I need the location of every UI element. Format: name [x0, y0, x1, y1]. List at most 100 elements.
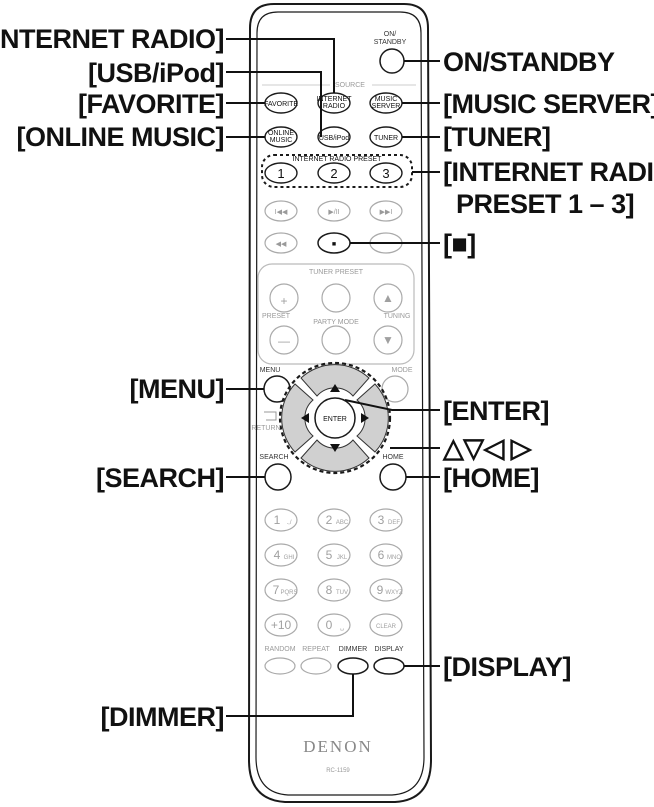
key-5[interactable]: [317, 543, 351, 567]
key-5-sub: JKL: [337, 555, 348, 561]
numeric-keypad: 1 .,/ 2 ABC 3 DEF 4 GHI 5 JKL 6 MNO 7 PQ…: [264, 508, 403, 637]
skip-back-button[interactable]: [264, 200, 298, 222]
key-1-num: 1: [274, 513, 281, 527]
cursor-right-icon: [361, 413, 369, 423]
key-3[interactable]: [369, 508, 403, 532]
key-clear-label: CLEAR: [376, 624, 397, 630]
callout-stop: [■]: [443, 229, 476, 259]
random-button[interactable]: [264, 657, 296, 675]
internet-radio-preset-label: INTERNET RADIO PRESET: [293, 156, 383, 163]
key-7-num: 7: [273, 583, 280, 597]
key-6[interactable]: [369, 543, 403, 567]
skip-forward-button[interactable]: [369, 200, 403, 222]
callout-menu: [MENU]: [130, 374, 224, 404]
play-pause-icon: ▶/II: [328, 209, 339, 216]
key-plus10[interactable]: [264, 613, 298, 637]
rewind-button[interactable]: [264, 232, 298, 254]
callout-internet-radio: [INTERNET RADIO]: [0, 24, 224, 54]
key-7[interactable]: [264, 578, 298, 602]
play-pause-button[interactable]: [317, 200, 351, 222]
cursor-pad: ENTER: [278, 361, 392, 475]
preset-minus-button[interactable]: [269, 325, 299, 355]
usb-ipod-button-label: USB/iPod: [319, 135, 349, 142]
key-clear[interactable]: [369, 613, 403, 637]
tuner-preset-button[interactable]: [321, 283, 351, 313]
preset-label: PRESET: [262, 313, 291, 320]
music-server-button-label-1: MUSIC: [375, 96, 398, 103]
preset-3-button[interactable]: [369, 162, 403, 184]
key-0-num: 0: [326, 618, 333, 632]
tuning-up-button[interactable]: [373, 283, 403, 313]
repeat-button[interactable]: [300, 657, 332, 675]
callout-home: [HOME]: [443, 463, 539, 493]
on-standby-button[interactable]: [379, 48, 405, 74]
enter-button-label: ENTER: [323, 416, 347, 423]
usb-ipod-button[interactable]: [317, 126, 351, 148]
cursor-up-button[interactable]: [300, 364, 370, 397]
preset-2-label: 2: [330, 166, 337, 181]
enter-button[interactable]: [314, 397, 356, 439]
return-icon: [264, 411, 277, 421]
tuning-down-button[interactable]: [373, 325, 403, 355]
return-label: RETURN: [251, 425, 280, 432]
on-standby-label-2: STANDBY: [374, 39, 407, 46]
key-0-sub: ␣: [340, 625, 344, 631]
key-2[interactable]: [317, 508, 351, 532]
callout-preset-line2: PRESET 1 – 3]: [456, 189, 634, 219]
internet-radio-button-label-2: RADIO: [323, 103, 346, 110]
preset-1-button[interactable]: [264, 162, 298, 184]
leader-enter: [344, 399, 440, 411]
preset-plus-button[interactable]: [269, 283, 299, 313]
leader-lines: [226, 38, 440, 717]
callout-favorite: [FAVORITE]: [78, 89, 224, 119]
cursor-down-button[interactable]: [300, 439, 370, 472]
cursor-left-button[interactable]: [281, 383, 314, 453]
party-mode-label: PARTY MODE: [313, 319, 359, 326]
tuning-up-icon: ▲: [382, 291, 394, 305]
party-mode-button[interactable]: [321, 325, 351, 355]
source-label: SOURCE: [335, 82, 365, 89]
mode-button[interactable]: [381, 375, 409, 403]
callout-cursor: △▽◁ ▷: [442, 433, 533, 463]
key-6-num: 6: [378, 548, 385, 562]
key-4-sub: GHI: [284, 555, 295, 561]
key-1[interactable]: [264, 508, 298, 532]
cursor-right-button[interactable]: [356, 383, 389, 453]
preset-3-label: 3: [382, 166, 389, 181]
leader-usb-ipod: [226, 71, 322, 137]
dimmer-label: DIMMER: [339, 646, 367, 653]
key-8-sub: TUV: [336, 590, 348, 596]
key-8[interactable]: [317, 578, 351, 602]
dimmer-button[interactable]: [337, 657, 369, 675]
random-label: RANDOM: [264, 646, 295, 653]
callout-search: [SEARCH]: [96, 463, 224, 493]
key-9-num: 9: [377, 583, 384, 597]
key-1-sub: .,/: [286, 520, 291, 526]
leader-dimmer: [226, 674, 354, 717]
callout-enter: [ENTER]: [443, 396, 549, 426]
preset-2-button[interactable]: [317, 162, 351, 184]
mode-label: MODE: [392, 367, 413, 374]
tuner-button-label: TUNER: [374, 135, 398, 142]
key-0[interactable]: [317, 613, 351, 637]
key-6-sub: MNO: [387, 555, 401, 561]
minus-icon: —: [278, 334, 290, 348]
remote-body: [247, 3, 433, 803]
online-music-button-label-1: ONLINE: [268, 130, 294, 137]
home-label: HOME: [383, 454, 404, 461]
leader-internet-radio: [226, 38, 335, 93]
repeat-label: REPEAT: [302, 646, 330, 653]
display-button[interactable]: [373, 657, 405, 675]
internet-radio-preset-group: [261, 154, 413, 188]
rewind-icon: ◀◀: [276, 241, 287, 248]
callout-labels: [INTERNET RADIO] [USB/iPod] [FAVORITE] […: [0, 24, 654, 732]
search-button[interactable]: [264, 463, 292, 491]
model-number: RC-1159: [326, 768, 350, 774]
key-9[interactable]: [369, 578, 403, 602]
callout-dimmer: [DIMMER]: [101, 702, 224, 732]
skip-forward-icon: ▶▶I: [380, 209, 393, 216]
tuning-label: TUNING: [384, 313, 411, 320]
key-4[interactable]: [264, 543, 298, 567]
home-button[interactable]: [379, 463, 407, 491]
skip-back-icon: I◀◀: [275, 209, 288, 216]
